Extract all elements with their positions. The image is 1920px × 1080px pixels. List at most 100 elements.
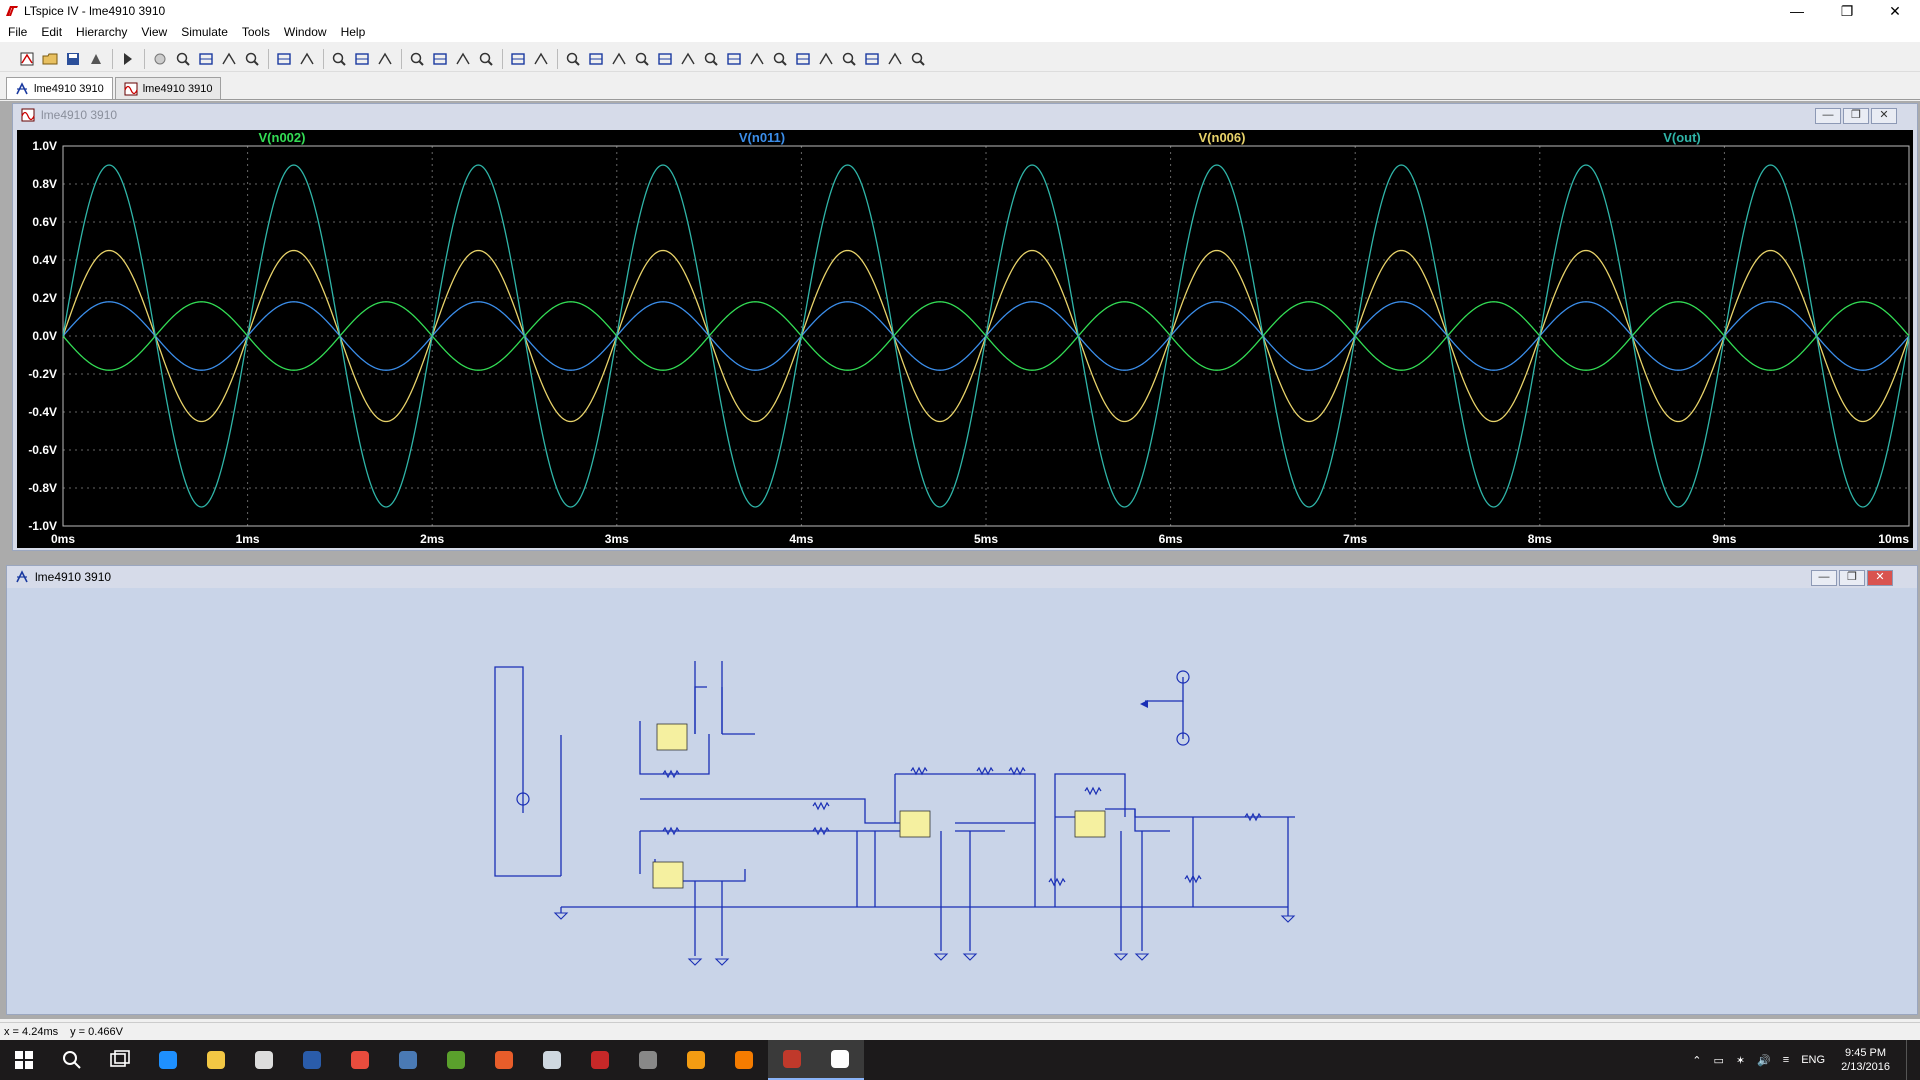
taskbar-task-view[interactable]	[96, 1040, 144, 1080]
tab-schematic[interactable]: lme4910 3910	[6, 77, 113, 99]
waveform-maximize-button[interactable]: ❐	[1843, 108, 1869, 124]
redo-button[interactable]	[815, 48, 837, 70]
taskbar-media[interactable]	[624, 1040, 672, 1080]
schematic-maximize-button[interactable]: ❐	[1839, 570, 1865, 586]
clock[interactable]: 9:45 PM 2/13/2016	[1841, 1046, 1890, 1074]
taskbar-store[interactable]	[240, 1040, 288, 1080]
intel-icon	[399, 1051, 417, 1069]
zoom-in-button[interactable]	[172, 48, 194, 70]
x-tick-label: 0ms	[51, 532, 75, 546]
menu-tools[interactable]: Tools	[241, 25, 270, 39]
taskbar-app[interactable]	[528, 1040, 576, 1080]
taskbar-winamp[interactable]	[672, 1040, 720, 1080]
move-button[interactable]	[746, 48, 768, 70]
trace-label[interactable]: V(n011)	[739, 130, 785, 145]
lightroom-icon	[303, 1051, 321, 1069]
new-schematic-button[interactable]	[16, 48, 38, 70]
language-indicator[interactable]: ENG	[1801, 1054, 1826, 1066]
trace-label[interactable]: V(n002)	[259, 130, 306, 145]
undo-button[interactable]	[792, 48, 814, 70]
schematic-close-button[interactable]: ✕	[1867, 570, 1893, 586]
trace-label[interactable]: V(n006)	[1199, 130, 1246, 145]
menu-edit[interactable]: Edit	[41, 25, 63, 39]
ground-symbol	[714, 958, 730, 966]
taskbar-start[interactable]	[0, 1040, 48, 1080]
battery-icon[interactable]: ▭	[1713, 1054, 1724, 1067]
text-button[interactable]	[884, 48, 906, 70]
open-button[interactable]	[39, 48, 61, 70]
rotate-button[interactable]	[838, 48, 860, 70]
winamp-icon	[687, 1051, 705, 1069]
label-button[interactable]	[608, 48, 630, 70]
inductor-button[interactable]	[677, 48, 699, 70]
taskbar-lightroom[interactable]	[288, 1040, 336, 1080]
window-title: LTspice IV - lme4910 3910	[24, 4, 166, 18]
resistor-symbol	[1008, 766, 1026, 776]
halt-button[interactable]	[149, 48, 171, 70]
menu-window[interactable]: Window	[283, 25, 327, 39]
taskbar-ltspice[interactable]	[768, 1040, 816, 1080]
waveform-close-button[interactable]: ✕	[1871, 108, 1897, 124]
copy-button[interactable]	[429, 48, 451, 70]
spice-directive-button[interactable]	[907, 48, 929, 70]
wire	[895, 773, 1036, 817]
tile-horizontal-button[interactable]	[328, 48, 350, 70]
control-panel-button[interactable]	[85, 48, 107, 70]
print-button[interactable]	[530, 48, 552, 70]
zoom-out-button[interactable]	[218, 48, 240, 70]
halt-icon	[154, 53, 166, 64]
save-button[interactable]	[62, 48, 84, 70]
taskbar-photos[interactable]	[816, 1040, 864, 1080]
taskbar-intel[interactable]	[384, 1040, 432, 1080]
minimize-button[interactable]: —	[1790, 3, 1804, 19]
waveform-minimize-button[interactable]: —	[1815, 108, 1841, 124]
mirror-button[interactable]	[861, 48, 883, 70]
menu-help[interactable]: Help	[340, 25, 366, 39]
cascade-button[interactable]	[374, 48, 396, 70]
network-icon[interactable]: ✶	[1735, 1054, 1746, 1067]
autorange-button[interactable]	[273, 48, 295, 70]
tray-chevron-icon[interactable]: ⌃	[1692, 1054, 1702, 1067]
toolbar-separator	[112, 48, 113, 69]
tab-waveform[interactable]: lme4910 3910	[114, 77, 222, 99]
trace-vout[interactable]	[62, 164, 1910, 508]
wire-button[interactable]	[562, 48, 584, 70]
grid-icon	[300, 52, 314, 64]
taskbar-paint[interactable]	[480, 1040, 528, 1080]
menu-view[interactable]: View	[141, 25, 168, 39]
close-button[interactable]: ✕	[1889, 3, 1901, 19]
restore-button[interactable]: ❐	[1840, 3, 1854, 19]
diode-button[interactable]	[700, 48, 722, 70]
grid-button[interactable]	[296, 48, 318, 70]
menu-file[interactable]: File	[8, 25, 28, 39]
ground-button[interactable]	[585, 48, 607, 70]
taskbar-chrome[interactable]	[336, 1040, 384, 1080]
paste-button[interactable]	[452, 48, 474, 70]
zoom-fit-button[interactable]	[241, 48, 263, 70]
capacitor-button[interactable]	[654, 48, 676, 70]
resistor-button[interactable]	[631, 48, 653, 70]
zoom-pan-button[interactable]	[195, 48, 217, 70]
schematic-canvas[interactable]	[13, 592, 1913, 1010]
taskbar-yandex[interactable]	[576, 1040, 624, 1080]
trace-label[interactable]: V(out)	[1663, 130, 1701, 145]
taskbar-avast[interactable]	[720, 1040, 768, 1080]
component-button[interactable]	[723, 48, 745, 70]
action-center-icon[interactable]: ≡	[1782, 1054, 1790, 1066]
tile-vertical-button[interactable]	[351, 48, 373, 70]
schematic-minimize-button[interactable]: —	[1811, 570, 1837, 586]
menu-simulate[interactable]: Simulate	[181, 25, 228, 39]
volume-icon[interactable]: 🔊	[1757, 1054, 1771, 1067]
taskbar-search[interactable]	[48, 1040, 96, 1080]
menu-hierarchy[interactable]: Hierarchy	[76, 25, 128, 39]
run-button[interactable]	[117, 48, 139, 70]
taskbar-edge[interactable]	[144, 1040, 192, 1080]
waveform-plot[interactable]: 1.0V0.8V0.6V0.4V0.2V0.0V-0.2V-0.4V-0.6V-…	[17, 130, 1913, 548]
drag-button[interactable]	[769, 48, 791, 70]
cut-button[interactable]	[406, 48, 428, 70]
show-desktop-button[interactable]	[1906, 1040, 1914, 1080]
taskbar-file-explorer[interactable]	[192, 1040, 240, 1080]
find-button[interactable]	[475, 48, 497, 70]
print-setup-button[interactable]	[507, 48, 529, 70]
taskbar-utorrent[interactable]	[432, 1040, 480, 1080]
